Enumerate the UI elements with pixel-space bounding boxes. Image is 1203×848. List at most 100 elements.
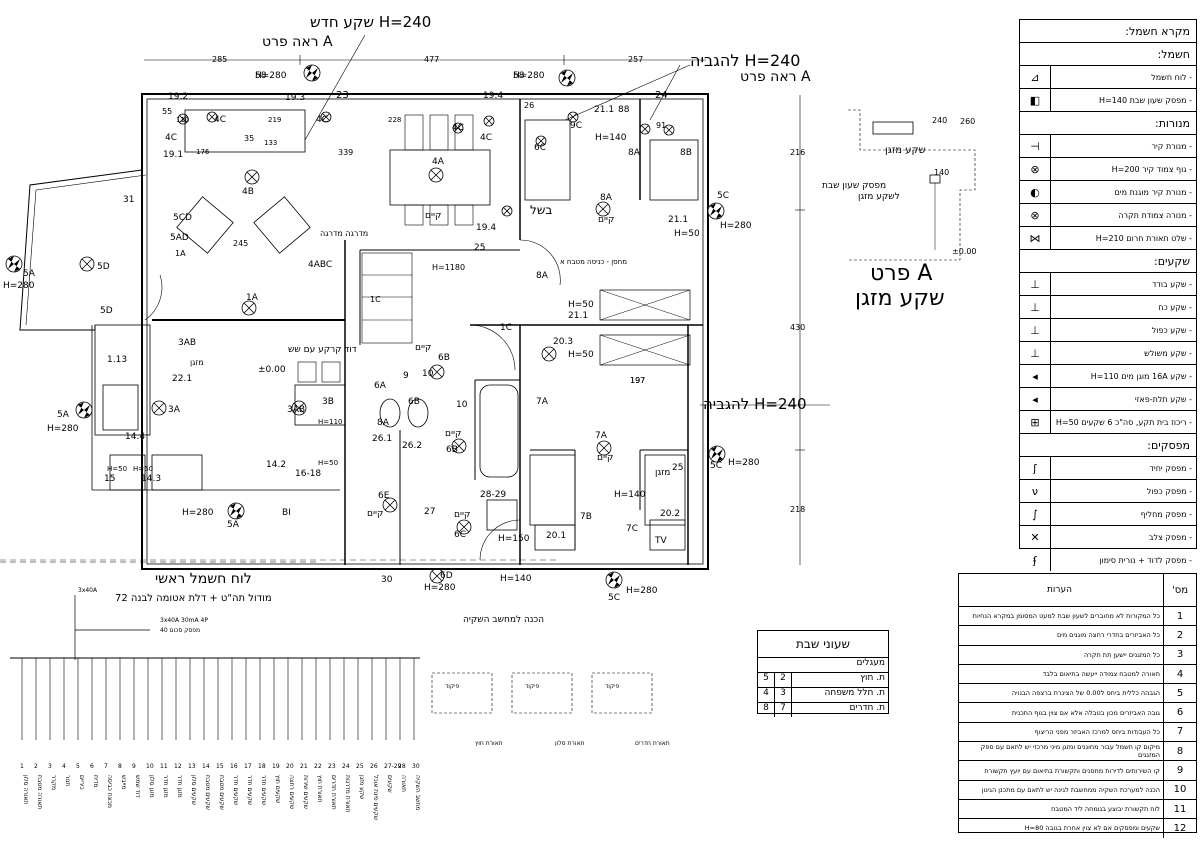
legend-item: - גוף צמוד קיר H=200 ⊗ [1020,158,1196,181]
panel-title: לוח חשמל ראשי [155,571,252,587]
legend-item-text: - מפסק כפול [1146,486,1192,496]
circuit-number: 30 [412,763,420,770]
plan-label: 20.1 [546,531,566,541]
detail-switch-label: מפסק שעון שבת [822,181,886,191]
note-row: 3 כל המזגנים יישען תת תקרה [959,645,1196,665]
plan-label: מחסן - כניסה מטבח א [560,258,627,266]
plan-label: H=1180 [432,263,465,272]
plan-label: קיים [445,429,461,439]
circuit-name: מזגן חדר [176,775,183,798]
circuit-number: 12 [174,763,182,770]
plan-label: 26.1 [372,434,392,444]
plan-label: ±0.00 [258,365,286,375]
plan-label: קיים [425,211,441,221]
plan-label: 14.3 [141,474,161,484]
shabbat-row: ת. חוץ 2 5 [758,673,888,688]
pendant-light-icon [206,111,218,123]
legend-symbol-icon: ⊢ [1020,135,1051,157]
circuit-number: 28 [398,763,406,770]
circuit-number: 8 [118,763,122,770]
plan-label: 7B [580,512,592,522]
plan-label: 6B [438,353,450,363]
circuit-name: תאורת חוץ [316,775,323,803]
shabbat-row: ת. חדרים 7 8 [758,703,888,717]
pendant-light-icon [501,205,513,217]
plan-label: 55 [162,107,172,116]
plan-label: H=280 [626,586,658,596]
plan-label: 228 [388,116,401,124]
legend-item-text: - מפסק לדוד + נורית סימון [1099,555,1192,565]
plan-label: בשל [530,203,552,217]
circuit-drop-lines [21,658,415,740]
note-text: מיקום קו חשמל עבור מחוננים ומזגן מיני מר… [980,743,1160,760]
plan-label: 26 [524,101,534,110]
note-text: כל המקורות לא מחוברים לשעון שבת למעט המס… [972,612,1160,621]
shabbat-row-a: 3 [775,688,792,702]
legend-symbol-icon: ◂ [1020,365,1051,387]
note-number: 10 [1163,780,1196,799]
wall-lamp-icon [707,202,725,220]
note-row: 4 תאורה למטבח צמודה ייעשה בתיאום בלבד [959,664,1196,685]
circuit-number: 1 [20,763,24,770]
detail-title-1: פרט A [870,261,932,286]
plan-label: מזגן [655,468,670,478]
plan-label: H=140 [595,133,627,143]
plan-label: 4B [242,187,254,197]
legend-item: - מנורת קיר מוגנת מים ◐ [1020,181,1196,204]
note-number: 11 [1163,799,1196,819]
circuit-number: 25 [356,763,364,770]
legend-item: - מפסק צלב ✕ [1020,526,1196,549]
shabbat-clock-table: שעוני שבת מעגלים ת. חוץ 2 5 ת. חלל משפחה… [757,630,889,717]
dim-6: 218 [790,505,805,514]
plan-label: מדרגה מדרגה [320,229,368,238]
ceiling-light-icon [241,300,257,316]
clock-label-1: תאורת חוץ [475,740,503,747]
ceiling-light-icon [451,438,467,454]
pendant-light-icon [483,115,495,127]
ceiling-light-icon [596,440,612,456]
plan-label: 5D [100,306,113,316]
plan-label: 20.2 [660,509,680,519]
ceiling-light-icon [382,497,398,513]
circuit-number: 16 [230,763,238,770]
circuit-number: 24 [342,763,350,770]
plan-label: 25 [474,243,485,253]
shabbat-row-b: 4 [758,688,775,702]
note-text: קו השירותים לדירות מחסנים ותקשורת בתיאום… [984,766,1160,775]
dim-5: 430 [790,323,805,332]
plan-label: 8A [536,271,549,281]
plan-label: H=280 [513,71,545,81]
plan-label: 19.3 [285,93,305,103]
note-row: 9 קו השירותים לדירות מחסנים ותקשורת בתיא… [959,761,1196,781]
legend-item: - שקע 16A מוגן מים H=110 ◂ [1020,365,1196,388]
note-number: 6 [1163,703,1196,722]
plan-label: 5AD [170,233,189,243]
shabbat-row-b: 8 [758,703,775,717]
apartment-outline [141,93,709,570]
detail-h260: 260 [960,117,975,126]
legend-symbol-icon: ◂ [1020,388,1051,410]
plan-label: מזגן [190,358,204,367]
shabbat-title: שעוני שבת [796,637,850,651]
circuit-number: 14 [202,763,210,770]
note-number: 1 [1163,607,1196,626]
circuit-number: 19 [272,763,280,770]
ceiling-light-icon [456,519,472,535]
notes-table: מס' הערות 1 כל המקורות לא מחוברים לשעון … [958,573,1197,838]
circuit-name: כיריים [78,775,85,790]
dim-4: 216 [790,148,805,157]
legend-symbol-icon: ✕ [1020,526,1051,548]
fixture-symbols [5,64,726,589]
plan-label: 3AB [178,338,196,348]
pendant-light-icon [177,113,189,125]
plan-label: דוד קרקע עם שש [288,345,357,355]
callout-right-height: להגביה H=240 [690,51,800,70]
legend-symbol-icon: ν [1020,480,1051,502]
legend-item: - שקע כפול ⊥ [1020,319,1196,342]
legend-section-header: מנורות: [1020,112,1196,135]
plan-label: H=140 [500,574,532,584]
circuit-name: שקעים מטבח [218,775,225,810]
plan-label: 5D [97,262,110,272]
plan-label: 91 [656,121,666,130]
